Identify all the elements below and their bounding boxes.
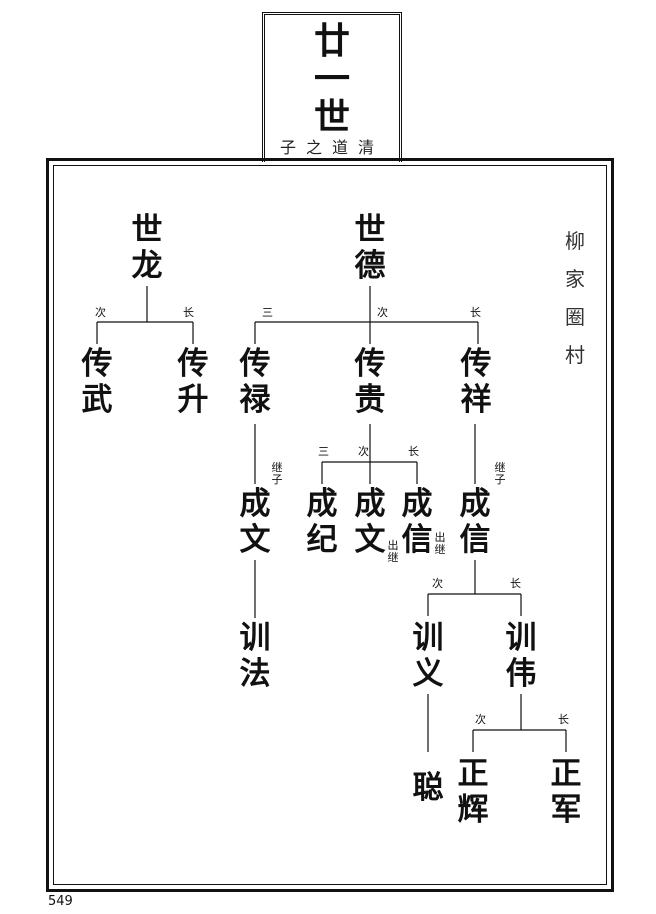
order-label: 次	[475, 713, 486, 726]
person-chengwen-birth: 成文	[354, 486, 386, 558]
adopted-son-note: 继子	[494, 461, 506, 486]
order-label: 次	[358, 445, 369, 458]
order-label: 长	[408, 445, 419, 458]
adopted-out-note: 出继	[387, 539, 399, 564]
village-label: 柳 家 圈 村	[562, 222, 588, 374]
person-shilong: 世龙	[131, 212, 163, 284]
village-char: 圈	[565, 305, 585, 329]
person-chengwen-adopted: 成文	[239, 486, 271, 558]
order-label: 三	[318, 445, 329, 458]
person-chengji: 成纪	[306, 486, 338, 558]
generation-char-1: 廿	[313, 20, 350, 62]
generation-header-box	[262, 12, 402, 162]
order-label: 长	[470, 306, 481, 319]
person-chuangui: 传贵	[354, 346, 386, 418]
order-label: 长	[510, 577, 521, 590]
person-chuanxiang: 传祥	[460, 346, 492, 418]
person-zhenghui: 正辉	[457, 756, 489, 828]
person-shide: 世德	[354, 212, 386, 284]
person-chengxin-birth: 成信	[401, 486, 433, 558]
order-label: 次	[95, 306, 106, 319]
generation-char-2: 一	[313, 58, 350, 100]
adopted-son-note: 继子	[271, 461, 283, 486]
page-frame-inner	[53, 165, 607, 885]
person-xunyi: 训义	[412, 620, 444, 692]
page-number: 549	[48, 894, 73, 909]
person-zhengjun: 正军	[550, 756, 582, 828]
generation-title: 廿 一 世	[262, 22, 402, 136]
order-label: 长	[183, 306, 194, 319]
generation-subtitle: 子之道清	[279, 138, 384, 157]
village-char: 村	[565, 343, 585, 367]
person-xunwei: 训伟	[505, 620, 537, 692]
person-cong: 聪	[412, 770, 444, 806]
person-xunfa: 训法	[239, 620, 271, 692]
village-char: 柳	[565, 229, 585, 253]
person-chengxin-adopted: 成信	[459, 486, 491, 558]
order-label: 三	[262, 306, 273, 319]
page-frame-outer	[46, 158, 614, 892]
order-label: 长	[558, 713, 569, 726]
order-label: 次	[377, 306, 388, 319]
person-chuanwu: 传武	[81, 346, 113, 418]
order-label: 次	[432, 577, 443, 590]
adopted-out-note: 出继	[434, 531, 446, 556]
generation-char-3: 世	[313, 96, 350, 138]
village-char: 家	[565, 267, 585, 291]
person-chuanlu: 传禄	[239, 346, 271, 418]
person-chuansheng: 传升	[177, 346, 209, 418]
